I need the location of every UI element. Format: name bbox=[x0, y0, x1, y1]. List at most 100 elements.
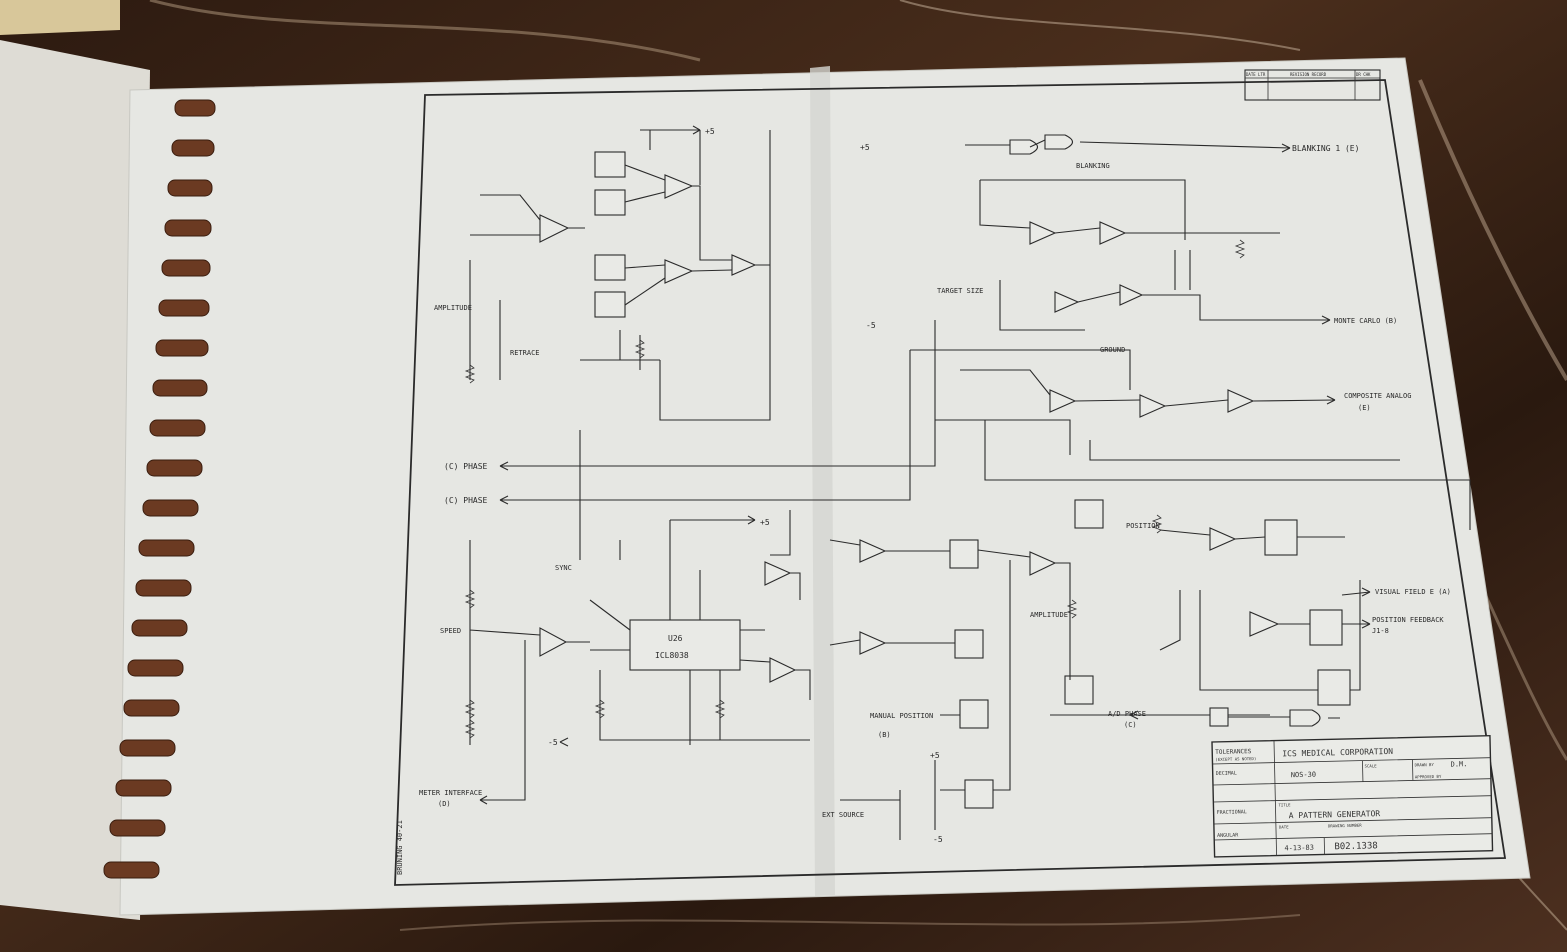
opamp-u18a bbox=[664, 174, 694, 199]
approved-by-label: APPROVED BY bbox=[1415, 774, 1442, 780]
sync-label: SYNC bbox=[555, 564, 572, 572]
position-feedback-sub: J1-8 bbox=[1372, 627, 1389, 635]
composite-analog-sub: (E) bbox=[1358, 404, 1371, 412]
gate-u20 bbox=[1289, 709, 1321, 727]
phase-label-1: (C) PHASE bbox=[444, 462, 488, 471]
opamp-u31b bbox=[1099, 221, 1127, 245]
amplitude-label: AMPLITUDE bbox=[434, 304, 472, 312]
monte-carlo-label: MONTE CARLO (B) bbox=[1334, 317, 1397, 325]
company-name: ICS MEDICAL CORPORATION bbox=[1282, 747, 1393, 759]
ic-u19a bbox=[1309, 609, 1343, 646]
opamp-u31a bbox=[1029, 221, 1057, 245]
gate-u17b bbox=[1009, 139, 1039, 155]
ad-phase-label: A/D PHASE bbox=[1108, 710, 1146, 718]
drawn-by-value: D.M. bbox=[1450, 760, 1467, 768]
tolerances-sub: (EXCEPT AS NOTED) bbox=[1215, 756, 1256, 762]
blanking-sw-label: BLANKING bbox=[1076, 162, 1110, 170]
opamp-u21b bbox=[1139, 394, 1167, 418]
amplitude-right-label: AMPLITUDE bbox=[1030, 611, 1068, 619]
opamp-u23 bbox=[1249, 611, 1280, 637]
ic-main-part: ICL8038 bbox=[655, 651, 689, 660]
angular-label: ANGULAR bbox=[1217, 832, 1239, 838]
bruning-stamp: BRUNING 40-21 bbox=[396, 820, 404, 875]
date-value: 4-13-83 bbox=[1284, 844, 1314, 853]
manual-position-label: MANUAL POSITION bbox=[870, 712, 933, 720]
retrace-label: RETRACE bbox=[510, 349, 540, 357]
minus5-diode: -5 bbox=[933, 835, 943, 844]
opamp-u27 bbox=[859, 631, 887, 655]
opamp-u17 bbox=[859, 539, 887, 563]
tolerances-label: TOLERANCES bbox=[1215, 748, 1252, 756]
folder-edge bbox=[0, 0, 120, 35]
ground-label: GROUND bbox=[1100, 346, 1125, 354]
ic-u29a bbox=[949, 539, 979, 569]
opamp-u36 bbox=[764, 561, 792, 586]
left-schematic: U26 ICL8038 (C) PHASE (C) PHASE METER IN… bbox=[396, 125, 936, 875]
target-size-label: TARGET SIZE bbox=[937, 287, 983, 295]
ic-u21e bbox=[1064, 675, 1094, 705]
drawing-title: A PATTERN GENERATOR bbox=[1289, 809, 1381, 820]
opamp-u21a bbox=[1049, 389, 1077, 413]
rev-date-ltr: DATE LTR bbox=[1246, 72, 1266, 77]
minus5-right: -5 bbox=[866, 321, 876, 330]
drawing-number-label: DRAWING NUMBER bbox=[1328, 823, 1362, 829]
opamp-u31c bbox=[1119, 284, 1144, 306]
ic-u18a bbox=[1264, 519, 1298, 556]
spiral-binding bbox=[103, 99, 216, 879]
title-label: TITLE bbox=[1278, 802, 1291, 807]
opamp-u39 bbox=[769, 657, 797, 683]
ic-u18c bbox=[1074, 499, 1104, 529]
title-block: TOLERANCES (EXCEPT AS NOTED) DECIMAL FRA… bbox=[1211, 734, 1494, 858]
opamp-u31d bbox=[1054, 291, 1080, 313]
plus5-top: +5 bbox=[705, 127, 715, 136]
opamp-u37 bbox=[539, 214, 570, 243]
ic-icl8038 bbox=[629, 619, 741, 671]
plus5-right: +5 bbox=[860, 143, 870, 152]
revision-block bbox=[1244, 69, 1381, 101]
speed-label: SPEED bbox=[440, 627, 461, 635]
decimal-label: DECIMAL bbox=[1216, 770, 1237, 776]
opamp-u18b bbox=[664, 259, 694, 284]
opamp-u21c bbox=[1227, 389, 1255, 413]
date-label: DATE bbox=[1279, 824, 1289, 829]
left-back-page bbox=[0, 40, 150, 920]
drawing-number: B02.1338 bbox=[1334, 841, 1378, 852]
ic-u37d bbox=[964, 779, 994, 809]
plus5-left: +5 bbox=[760, 518, 770, 527]
minus5-left: -5 bbox=[548, 738, 558, 747]
rev-dr-chk: DR CHK bbox=[1356, 72, 1371, 77]
ic-main-ref: U26 bbox=[668, 634, 683, 643]
opamp-u37b bbox=[539, 627, 568, 657]
visual-field-label: VISUAL FIELD E (A) bbox=[1375, 588, 1451, 596]
ic-u38b bbox=[594, 189, 626, 216]
right-schematic: DATE LTR REVISION RECORD DR CHK bbox=[822, 69, 1471, 844]
scale-label: SCALE bbox=[1365, 763, 1378, 768]
gate-u17c bbox=[1044, 134, 1074, 150]
model-number: NOS-30 bbox=[1291, 771, 1316, 780]
opamp-u19 bbox=[1029, 551, 1057, 576]
ic-u33b bbox=[954, 629, 984, 659]
manual-position-sub: (B) bbox=[878, 731, 891, 739]
ic-u37c bbox=[959, 699, 989, 729]
plus5-diode: +5 bbox=[930, 751, 940, 760]
phase-label-2: (C) PHASE bbox=[444, 496, 488, 505]
position-label: POSITION bbox=[1126, 522, 1160, 530]
blanking-label: BLANKING 1 (E) bbox=[1292, 144, 1359, 153]
ic-u19d bbox=[1317, 669, 1351, 706]
ic-u38c bbox=[594, 254, 626, 281]
ic-u38d bbox=[594, 291, 626, 318]
meter-interface-label: METER INTERFACE bbox=[419, 789, 482, 797]
ic-u18b bbox=[1209, 707, 1229, 727]
position-feedback-label: POSITION FEEDBACK bbox=[1372, 616, 1444, 624]
ad-phase-sub: (C) bbox=[1124, 721, 1137, 729]
rev-record: REVISION RECORD bbox=[1290, 72, 1327, 77]
drawing-border bbox=[394, 79, 1507, 886]
composite-analog-label: COMPOSITE ANALOG bbox=[1344, 392, 1411, 400]
center-fold bbox=[810, 66, 835, 896]
opamp-u25 bbox=[1209, 527, 1237, 551]
gate-u18 bbox=[731, 254, 757, 276]
drawn-by-label: DRAWN BY bbox=[1415, 762, 1435, 767]
ic-u38a bbox=[594, 151, 626, 178]
meter-interface-sub: (D) bbox=[438, 800, 451, 808]
